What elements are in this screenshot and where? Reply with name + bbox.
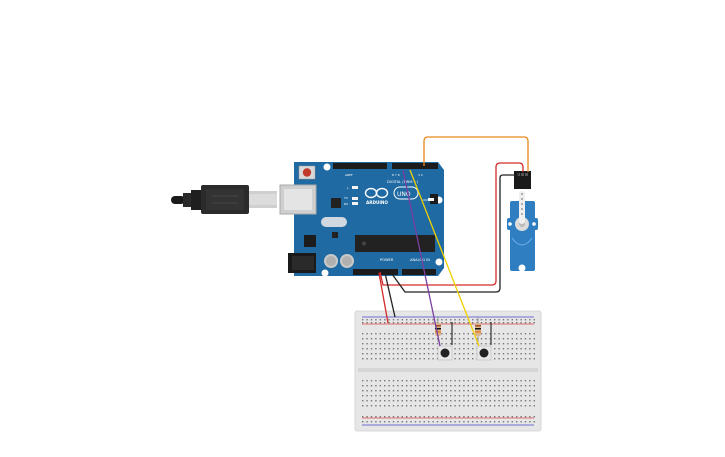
micro-servo[interactable] [507,171,538,272]
on-led-label: ON [423,198,428,202]
wire-yellow-button2[interactable] [409,169,480,347]
pushbutton-2[interactable] [476,322,492,361]
wire-red-servo-power[interactable] [379,162,524,286]
arduino-model-label: UNO [397,191,411,198]
breadboard[interactable] [354,310,542,432]
svg-text:3 2: 3 2 [418,173,423,177]
svg-text:8 7 6: 8 7 6 [392,173,400,177]
usb-cable[interactable] [171,185,277,214]
tx-label: TX [343,196,348,200]
arduino-uno-board[interactable]: AREF 8 7 6 3 2 [279,162,444,277]
wire-red-breadboard-power[interactable] [378,272,389,324]
l-led-label: L [347,186,349,190]
wire-orange-servo-signal[interactable] [423,136,529,172]
digital-header-label: DIGITAL (PWM ~) [387,180,419,184]
wire-purple-button1[interactable] [402,169,441,347]
resistor-2[interactable] [475,317,481,342]
pushbutton-1[interactable] [437,322,453,361]
wire-black-breadboard-ground[interactable] [384,272,396,318]
svg-text:AREF: AREF [345,173,353,177]
analog-in-label: ANALOG IN [410,258,430,262]
rx-label: RX [344,202,348,206]
power-label: POWER [380,258,394,262]
arduino-brand-label: ARDUINO [366,200,388,205]
wire-black-servo-ground[interactable] [391,172,519,293]
